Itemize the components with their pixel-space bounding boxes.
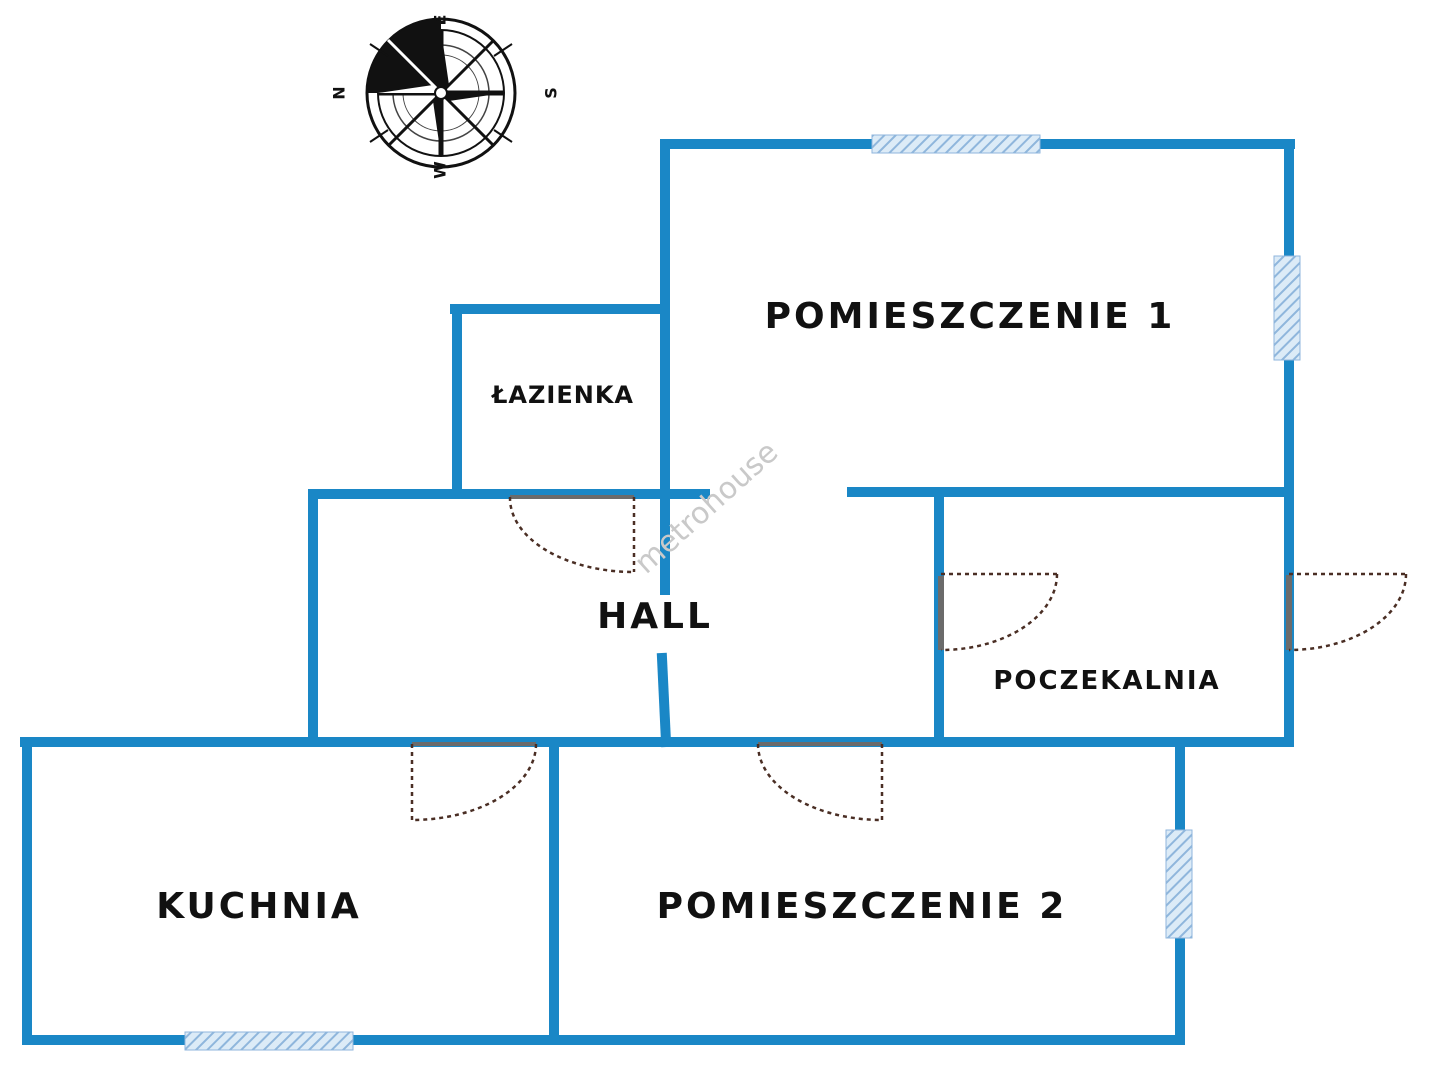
window-bottom-kitchen	[184, 1031, 354, 1051]
compass-letter-n: N	[330, 86, 349, 99]
door-bathroom	[508, 495, 636, 574]
watermark: metrohouse	[628, 435, 785, 581]
door-waiting-room	[938, 572, 1059, 652]
compass-letter-s: S	[542, 87, 561, 99]
compass-icon	[365, 17, 517, 169]
compass-letter-w: W	[431, 161, 450, 179]
compass-letter-e: E	[431, 15, 450, 26]
door-entrance	[1286, 572, 1408, 652]
doors	[410, 495, 1408, 822]
room-label-waiting: POCZEKALNIA	[993, 666, 1220, 696]
room-label-room1: POMIESZCZENIE 1	[765, 296, 1176, 337]
room-label-room2: POMIESZCZENIE 2	[657, 886, 1068, 927]
door-kitchen	[410, 742, 538, 822]
room-label-kitchen: KUCHNIA	[156, 886, 361, 927]
room-label-hall: HALL	[597, 596, 713, 637]
window-right-room1	[1273, 255, 1301, 361]
windows	[184, 134, 1301, 1051]
window-right-room2	[1165, 829, 1193, 939]
door-room2	[756, 742, 884, 822]
room-label-bathroom: ŁAZIENKA	[490, 381, 634, 409]
window-top	[871, 134, 1041, 154]
